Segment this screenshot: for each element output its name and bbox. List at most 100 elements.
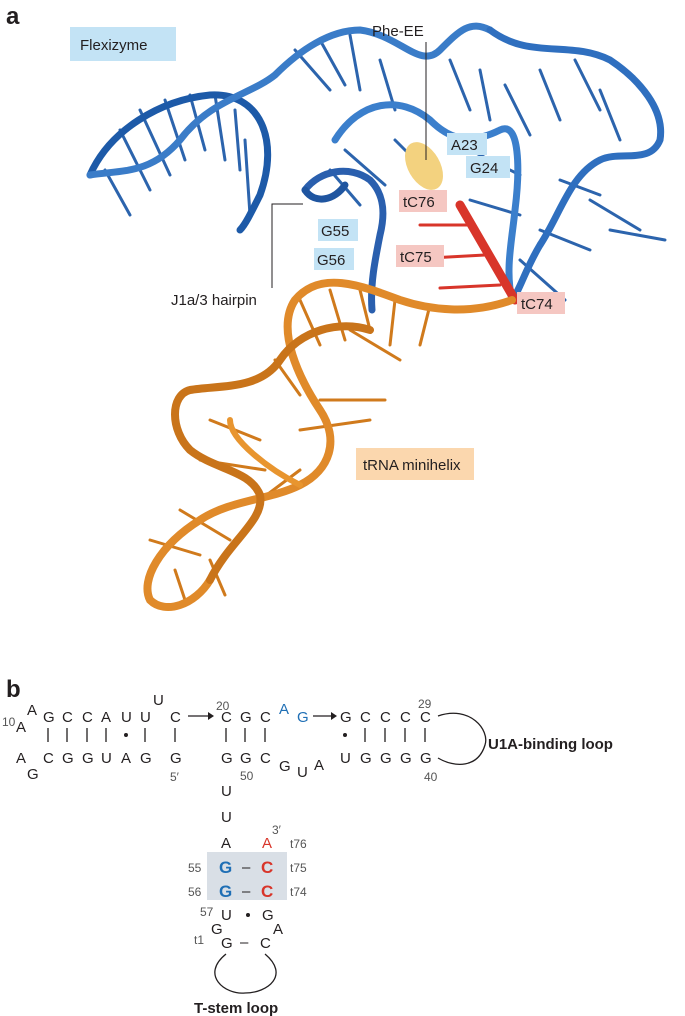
nt-center-top-1: G [240,709,252,726]
nt-right-top-0: G [340,709,352,726]
left-hairpin-bonds [47,728,176,742]
panel-a-letter: a [6,3,20,30]
pair-sep-1: – [242,883,251,900]
nt-left-top-5: U [121,709,132,726]
u1a-loop-label: U1A-binding loop [488,736,613,753]
nt-stem-3: G [219,858,232,877]
nt-left-bottom-1: C [43,750,54,767]
t-stem-loop-arc [214,953,277,994]
nt-left-bottom-2: G [62,750,74,767]
tc76-label: tC76 [403,194,435,211]
nt-left-bottom-7: G [170,750,182,767]
secondary-structure: 10 A A G C C A U U U C A G C G G U A G G… [2,692,613,1016]
minihelix-box [356,448,474,480]
nt-center-bottom-5: A [314,757,324,774]
u1a-loop-arc [437,712,487,765]
nt-right-top-3: C [400,709,411,726]
nt-left-top-0: A [27,702,37,719]
center-bonds [225,728,266,742]
num-56: 56 [188,885,202,899]
nt-stem-7: G [221,935,233,952]
trna-3prime-strand [418,200,520,305]
tc75-label: tC75 [400,249,432,266]
nt-right-top-1: C [360,709,371,726]
stem-wobble-dot [246,913,250,917]
nt-stem-6: G [211,921,223,938]
nt-left-top-4: A [101,709,111,726]
num-29: 29 [418,697,432,711]
num-50: 50 [240,769,254,783]
flexizyme-label: Flexizyme [80,37,148,54]
num-40: 40 [424,770,438,784]
nt-stem-2: A [221,835,231,852]
nt-center-bottom-1: G [240,750,252,767]
tc76-box [399,190,447,212]
nt-left-top-7: U [153,692,164,709]
nt-stem-5: U [221,907,232,924]
nt-left-bottom-3: G [82,750,94,767]
nt-center-bottom-3: G [279,758,291,775]
flexizyme-box [70,27,176,61]
num-t1: t1 [194,933,204,947]
pair-sep-2: – [240,934,249,951]
num-55: 55 [188,861,202,875]
g24-box [466,156,510,178]
g24-label: G24 [470,160,498,177]
nt-stem-right-3: G [262,907,274,924]
nt-right-top-4: C [420,709,431,726]
tc75-box [396,245,444,267]
nt-left-bottom-5: A [121,750,131,767]
arrow-2 [313,712,337,720]
t-stem-loop-label: T-stem loop [194,1000,278,1016]
nt-center-bottom-2: C [260,750,271,767]
g56-label: G56 [317,252,345,269]
nt-center-top-2: C [260,709,271,726]
nt-left-bottom-6: G [140,750,152,767]
highlight-box [207,852,287,900]
phe-ee-ellipse [405,142,443,190]
a23-label: A23 [451,137,478,154]
left-wobble-dot [124,733,128,737]
nt-left-bottom-4: U [101,750,112,767]
nt-right-bottom-4: G [420,750,432,767]
j1a3-leader [271,203,303,288]
nt-left-corner-bottom: G [27,766,39,783]
nt-stem-right-2: C [261,882,273,901]
nt-left-top-1: G [43,709,55,726]
nt-right-bottom-3: G [400,750,412,767]
nt-stem-4: G [219,882,232,901]
nt-left-top-6: U [140,709,151,726]
arrow-1 [188,712,214,720]
nt-center-top-3: A [279,701,289,718]
num-3prime: 3′ [272,823,282,837]
nt-center-bottom-0: G [221,750,233,767]
nt-left-bottom-0: A [16,750,26,767]
tc74-label: tC74 [521,296,553,313]
nt-left-top-3: C [82,709,93,726]
nt-right-bottom-0: U [340,750,351,767]
nt-right-top-2: C [380,709,391,726]
minihelix-label: tRNA minihelix [363,457,461,474]
nt-right-bottom-1: G [360,750,372,767]
g55-box [318,219,358,241]
nt-stem-right-5: C [260,935,271,952]
g55-label: G55 [321,223,349,240]
num-10: 10 [2,715,16,729]
nt-center-bottom-4: U [297,764,308,781]
num-5prime: 5′ [170,770,180,784]
nt-center-top-4: G [297,709,309,726]
num-57: 57 [200,905,214,919]
tc74-box [517,292,565,314]
right-wobble-dot [343,733,347,737]
panel-b-letter: b [6,676,21,703]
nt-stem-right-4: A [273,921,283,938]
num-t74: t74 [290,885,307,899]
flexizyme-structure [86,22,667,314]
nt-left-top-2: C [62,709,73,726]
right-bonds [364,728,426,742]
nt-center-top-0: C [221,709,232,726]
nt-stem-right-0: A [262,835,272,852]
num-20: 20 [216,699,230,713]
a23-box [447,133,487,155]
